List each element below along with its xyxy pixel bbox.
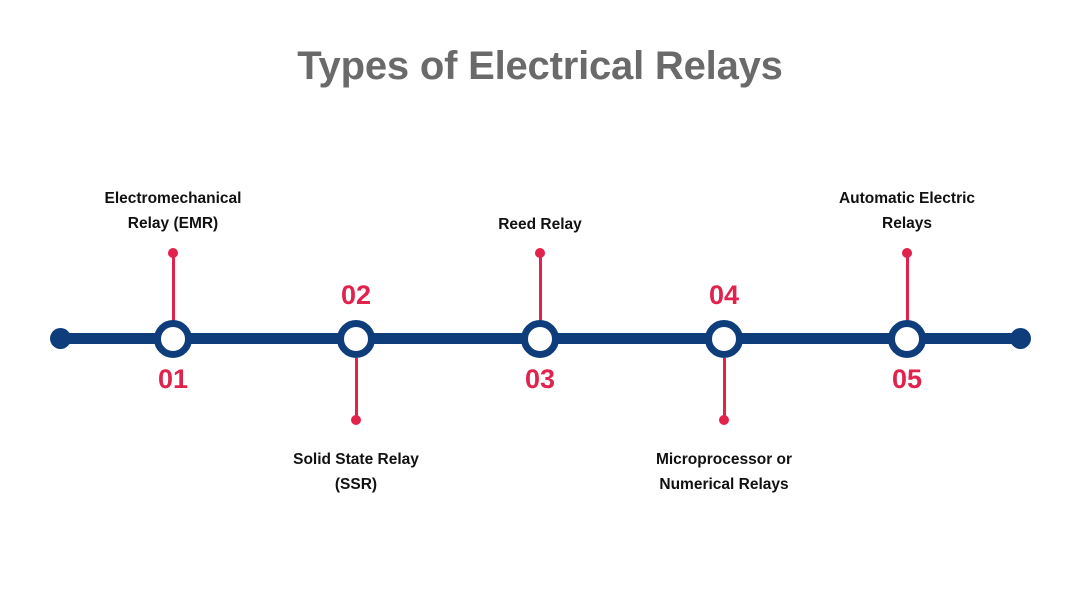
milestone-label-line: Automatic Electric xyxy=(838,190,976,207)
milestone-label-line: Numerical Relays xyxy=(659,476,789,493)
connector-line xyxy=(354,358,358,424)
milestone-label-line: Electromechanical xyxy=(104,190,242,207)
milestone-label-line: Reed Relay xyxy=(498,216,582,233)
milestone-label-line: Microprocessor or xyxy=(655,451,793,468)
connector-dot-icon xyxy=(535,248,545,258)
milestone-number: 03 xyxy=(524,364,556,394)
connector-dot-icon xyxy=(168,248,178,258)
connector-line xyxy=(905,255,909,321)
milestone-label: Solid State Relay (SSR) xyxy=(246,447,466,497)
milestone-label-line: (SSR) xyxy=(334,476,378,493)
page-title: Types of Electrical Relays xyxy=(297,44,783,88)
connector-line xyxy=(538,255,542,321)
milestone-number: 04 xyxy=(708,280,740,310)
timeline-end-dot-icon xyxy=(1010,328,1031,349)
milestone-ring-icon[interactable] xyxy=(705,320,743,358)
timeline-start-dot-icon xyxy=(50,328,71,349)
milestone-number: 01 xyxy=(157,364,189,394)
connector-line xyxy=(171,255,175,321)
milestone-ring-icon[interactable] xyxy=(888,320,926,358)
milestone-number: 05 xyxy=(891,364,923,394)
connector-line xyxy=(722,358,726,424)
connector-dot-icon xyxy=(902,248,912,258)
milestone-number: 02 xyxy=(340,280,372,310)
milestone-label-line: Relay (EMR) xyxy=(127,215,219,232)
milestone-ring-icon[interactable] xyxy=(154,320,192,358)
milestone-ring-icon[interactable] xyxy=(337,320,375,358)
milestone-label-line: Relays xyxy=(882,215,932,232)
milestone-ring-icon[interactable] xyxy=(521,320,559,358)
milestone-label-line: Solid State Relay xyxy=(293,451,419,468)
milestone-label: Reed Relay xyxy=(430,212,650,237)
milestone-label: Microprocessor or Numerical Relays xyxy=(614,447,834,497)
